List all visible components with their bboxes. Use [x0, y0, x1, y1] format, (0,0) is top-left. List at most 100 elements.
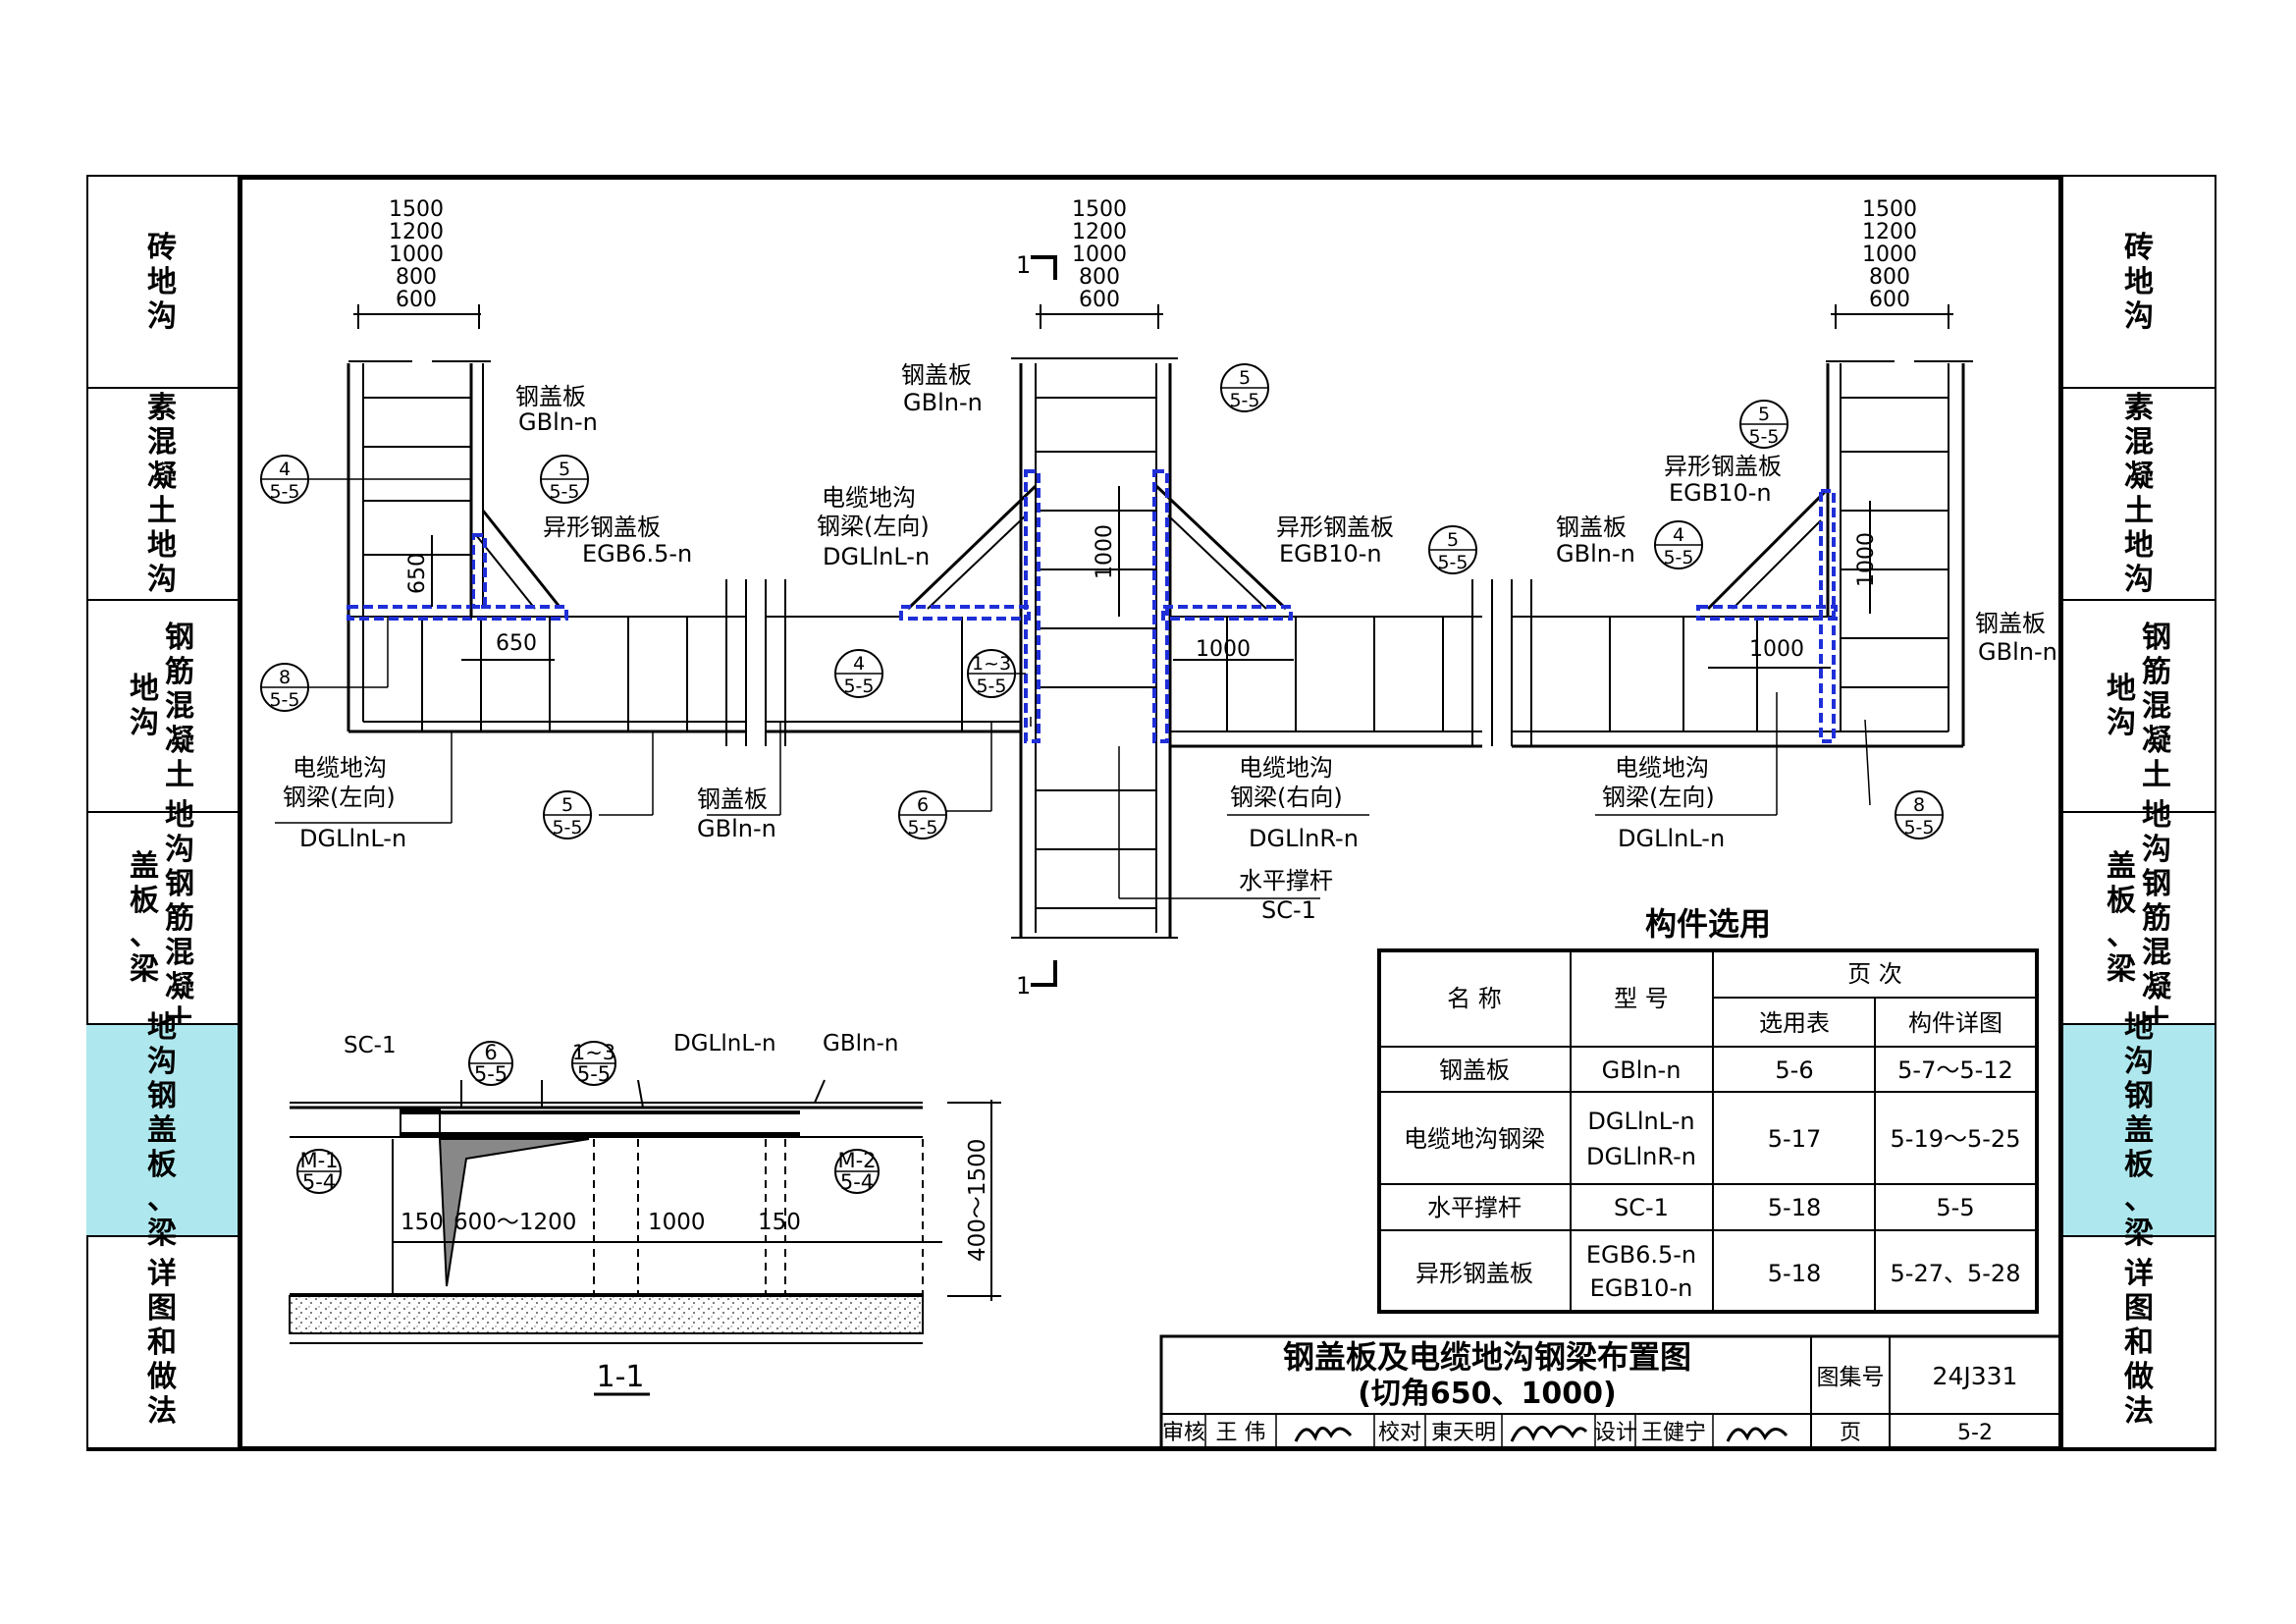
svg-text:DGLlnL-n: DGLlnL-n — [1587, 1108, 1694, 1135]
blue-outline-left — [347, 533, 568, 621]
svg-text:5-18: 5-18 — [1768, 1260, 1821, 1287]
label-sc1: SC-1 — [1261, 896, 1316, 924]
drawing-frame — [238, 175, 2063, 1451]
dim-650-vertical: 650 — [405, 553, 430, 594]
svg-text:5-5: 5-5 — [1437, 552, 1468, 573]
callout-5-center-num: 5 — [1239, 367, 1251, 389]
side-tab-label: 砖地沟 — [2124, 230, 2154, 334]
section-texts: 65-5 1~35-5 M-15-4 M-25-4 — [299, 1041, 876, 1194]
section-dim-150-left: 150 — [400, 1210, 444, 1235]
svg-text:5-18: 5-18 — [1768, 1194, 1821, 1221]
section-height: 400～1500 — [965, 1139, 990, 1262]
label-dgl-right: DGLlnR-n — [1249, 825, 1359, 852]
section-circle-dividers — [297, 1062, 879, 1172]
svg-text:5-5: 5-5 — [1903, 817, 1934, 839]
th-detail: 构件详图 — [1908, 1009, 2002, 1037]
section-gb: GBln-n — [823, 1031, 898, 1056]
side-tab-3[interactable]: 盖板、梁地沟钢筋混凝土 — [86, 798, 238, 1039]
svg-text:6: 6 — [484, 1041, 497, 1064]
label-dgl-left: DGLlnL-n — [299, 825, 406, 852]
plan-dimension-values: 650 650 1000 1000 1000 1000 — [405, 524, 1879, 662]
designer-signature — [1726, 1427, 1789, 1442]
side-tab-2[interactable]: 地沟钢筋混凝土 — [86, 601, 238, 813]
section-dgl: DGLlnL-n — [673, 1031, 776, 1056]
side-tab-label: 地沟 — [2107, 672, 2136, 740]
svg-text:5-5: 5-5 — [549, 481, 579, 503]
label-steel-plate-left: 钢盖板 — [515, 383, 586, 410]
label-gb-center-top: GBln-n — [903, 389, 983, 416]
side-tab-4[interactable]: 地沟钢盖板、梁 — [86, 1010, 238, 1251]
side-tab-1[interactable]: 素混凝土地沟 — [86, 389, 238, 601]
svg-text:5-5: 5-5 — [474, 1062, 507, 1086]
svg-text:1000: 1000 — [1862, 243, 1917, 267]
callout-8-left-num: 8 — [279, 667, 291, 688]
svg-text:钢盖板: 钢盖板 — [1439, 1056, 1510, 1084]
side-tab-1[interactable]: 素混凝土地沟 — [2063, 389, 2215, 601]
label-cable-trench-left: 电缆地沟 — [293, 754, 387, 782]
side-tab-2[interactable]: 地沟钢筋混凝土 — [2063, 601, 2215, 813]
svg-text:5-7～5-12: 5-7～5-12 — [1897, 1056, 2013, 1084]
svg-text:5-5: 5-5 — [1748, 426, 1779, 448]
svg-text:1200: 1200 — [1072, 220, 1127, 244]
svg-text:5-5: 5-5 — [577, 1062, 611, 1086]
reviewer-name: 王 伟 — [1216, 1421, 1266, 1445]
svg-text:1000: 1000 — [389, 243, 444, 267]
svg-text:异形钢盖板: 异形钢盖板 — [1415, 1260, 1533, 1287]
svg-text:1500: 1500 — [389, 197, 444, 222]
label-cable-trench-right: 电缆地沟 — [1615, 754, 1709, 782]
m2-num: M-2 — [837, 1149, 876, 1172]
side-tab-label: 素混凝土地沟 — [147, 391, 177, 597]
callout-6-num: 6 — [917, 794, 929, 816]
plan-labels: 钢盖板 GBln-n 异形钢盖板 EGB6.5-n 钢盖板 GBln-n 电缆地… — [283, 361, 2057, 924]
svg-text:5-19～5-25: 5-19～5-25 — [1891, 1125, 2021, 1153]
side-tab-5[interactable]: 详图和做法 — [2063, 1237, 2215, 1449]
svg-text:600: 600 — [1079, 288, 1120, 312]
svg-text:1~3: 1~3 — [572, 1041, 615, 1064]
svg-text:600: 600 — [396, 288, 437, 312]
label-steel-plate-center-top: 钢盖板 — [901, 361, 972, 389]
designer-name: 王健宁 — [1641, 1421, 1706, 1445]
atlas-number: 24J331 — [1933, 1362, 2018, 1390]
check-label: 校对 — [1378, 1421, 1421, 1445]
checker-signature — [1510, 1425, 1588, 1442]
dim-650-horizontal: 650 — [496, 631, 537, 656]
side-tab-0[interactable]: 砖地沟 — [86, 177, 238, 389]
side-tab-label: 地沟 — [130, 672, 159, 740]
reviewer-signature — [1294, 1427, 1353, 1442]
svg-text:5-4: 5-4 — [840, 1170, 874, 1194]
svg-text:1200: 1200 — [389, 220, 444, 244]
svg-text:5-5: 5-5 — [907, 817, 937, 839]
callout-dividers — [261, 387, 1943, 816]
label-beam-left-center: 钢梁(左向) — [817, 513, 930, 540]
side-tab-label: 地沟钢盖板、梁 — [147, 1009, 177, 1251]
svg-text:DGLlnR-n: DGLlnR-n — [1586, 1143, 1696, 1170]
callout-5-left-num: 5 — [559, 459, 570, 480]
callout-1to3-num: 1~3 — [972, 653, 1011, 675]
svg-text:800: 800 — [1079, 265, 1120, 290]
side-tab-0[interactable]: 砖地沟 — [2063, 177, 2215, 389]
svg-text:5-5: 5-5 — [1663, 547, 1693, 568]
section-1-1 — [289, 1079, 1001, 1344]
callout-5-bottom-num: 5 — [561, 794, 573, 816]
svg-text:SC-1: SC-1 — [1614, 1194, 1669, 1221]
label-dgl-center-left: DGLlnL-n — [823, 543, 930, 570]
svg-text:GBln-n: GBln-n — [1602, 1056, 1682, 1084]
side-tab-4[interactable]: 地沟钢盖板、梁 — [2063, 1010, 2215, 1251]
side-tab-label: 详图和做法 — [147, 1256, 177, 1429]
callout-5-right-num: 5 — [1758, 404, 1770, 425]
svg-text:800: 800 — [396, 265, 437, 290]
label-special-plate-center: 异形钢盖板 — [1276, 514, 1394, 541]
svg-text:5-5: 5-5 — [269, 481, 299, 503]
section-labels: SC-1 DGLlnL-n GBln-n 150 600～1200 1000 1… — [344, 1031, 990, 1262]
svg-text:电缆地沟钢梁: 电缆地沟钢梁 — [1404, 1125, 1545, 1153]
label-gb-bottom: GBln-n — [697, 815, 776, 842]
section-cut-marks — [1031, 255, 1057, 987]
label-steel-plate-right-top: 钢盖板 — [1556, 514, 1627, 541]
side-tab-5[interactable]: 详图和做法 — [86, 1237, 238, 1449]
atlas-label: 图集号 — [1817, 1365, 1885, 1390]
label-special-plate-right: 异形钢盖板 — [1664, 453, 1782, 480]
th-sel: 选用表 — [1759, 1009, 1830, 1037]
svg-text:800: 800 — [1869, 265, 1910, 290]
plan-left-trench — [347, 360, 747, 746]
